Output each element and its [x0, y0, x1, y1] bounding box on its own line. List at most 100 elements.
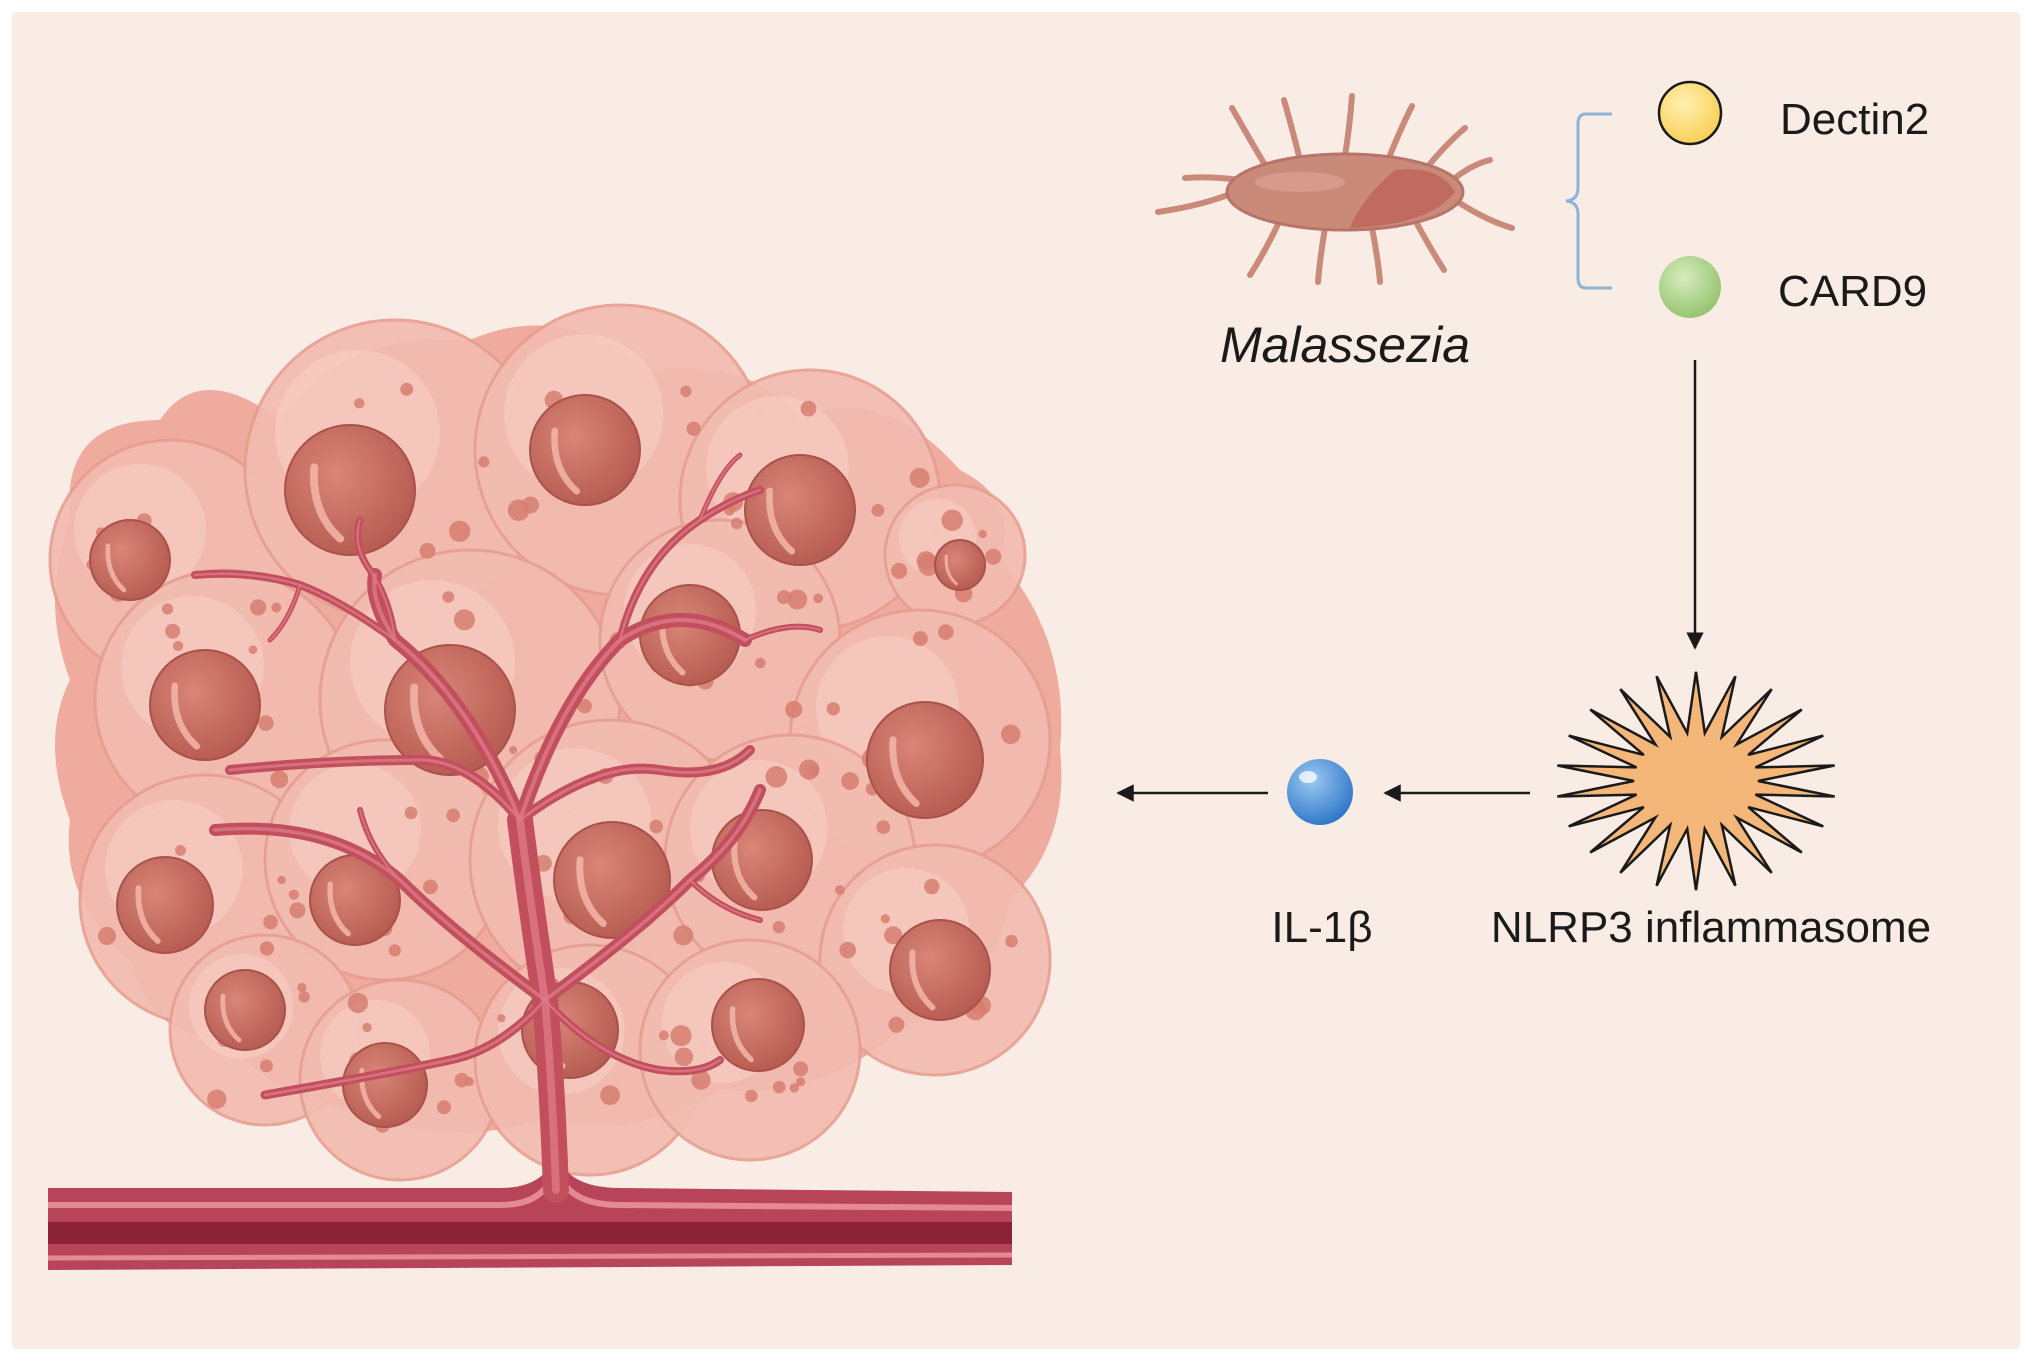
cell-granule: [796, 1077, 806, 1087]
malassezia-fungus-icon: [1155, 93, 1515, 285]
cell-granule: [909, 467, 930, 488]
cell-granule: [400, 382, 414, 396]
cell-granule: [271, 602, 282, 613]
vessel-branch-highlight: [689, 879, 761, 921]
cell-granule: [691, 1070, 711, 1090]
fungus-body-shade: [1350, 169, 1455, 228]
nucleus-highlight: [135, 885, 161, 944]
nlrp3-label: NLRP3 inflammasome: [1491, 903, 1931, 952]
cell-granule: [175, 845, 186, 856]
vessel-branch-highlight: [372, 572, 523, 823]
cell-granule: [446, 808, 461, 823]
cell-granule: [509, 746, 518, 754]
grouping-bracket: [1565, 112, 1612, 290]
vessel-branch-highlight: [228, 758, 522, 822]
cell-nucleus: [284, 424, 416, 556]
cell-granule: [478, 456, 490, 468]
nucleus-highlight: [310, 463, 345, 543]
nucleus-highlight: [220, 993, 242, 1043]
cell-granule: [787, 589, 808, 610]
nucleus-highlight: [105, 543, 127, 593]
cell-granule: [880, 914, 890, 924]
cell-granule: [772, 920, 786, 934]
cell-nucleus: [116, 856, 214, 954]
cell-granule: [600, 1085, 620, 1105]
fungus-filament: [1342, 93, 1355, 159]
dectin2-dot: [1657, 80, 1723, 146]
vessel-branch-highlight: [543, 998, 722, 1073]
cell-granule: [347, 992, 368, 1014]
cell-granule: [912, 631, 928, 647]
nucleus-highlight: [731, 839, 758, 901]
cell-granule: [388, 944, 401, 957]
cell-granule: [941, 509, 963, 531]
cell-granule: [785, 700, 803, 719]
cell-granule: [916, 551, 936, 571]
fungus-body-highlight: [1255, 172, 1345, 192]
cell-granule: [419, 542, 436, 559]
cell-granule: [165, 623, 181, 639]
cell-nucleus: [553, 821, 671, 939]
cell-granule: [876, 820, 891, 834]
cell-granule: [1005, 934, 1018, 948]
vessel-branch-highlight: [618, 488, 762, 642]
cell-granule: [871, 503, 885, 517]
cell-nucleus: [744, 454, 856, 566]
cell-nucleus: [866, 701, 984, 819]
cell-granule: [258, 715, 274, 731]
cell-granule: [674, 1047, 694, 1067]
cell-granule: [442, 591, 455, 603]
cell-granule: [924, 878, 940, 895]
fungus-filament: [1385, 103, 1415, 163]
vessel-branch-highlight: [356, 518, 397, 642]
cell-nucleus: [711, 978, 805, 1072]
nucleus-highlight: [729, 1006, 754, 1063]
cell-nucleus: [342, 1042, 428, 1128]
cell-granule: [453, 609, 475, 631]
cell-granule: [680, 385, 692, 397]
cell-granule: [250, 599, 267, 616]
cell-nucleus: [711, 809, 813, 911]
cell-granule: [793, 1061, 809, 1077]
cell-granule: [884, 926, 903, 945]
nucleus-highlight: [944, 554, 958, 586]
cell-granule: [497, 1014, 506, 1023]
cell-nucleus: [149, 649, 261, 761]
tumor-cell-cluster: [48, 303, 1062, 1182]
vessel-branch-highlight: [699, 454, 741, 521]
cell-nucleus: [934, 539, 986, 591]
cell-granule: [776, 590, 791, 605]
cell-granule: [97, 926, 117, 946]
cell-granule: [288, 889, 299, 900]
card9-label: CARD9: [1778, 267, 1927, 316]
il1b-dot: [1287, 759, 1353, 825]
cell-granule: [173, 640, 184, 652]
il1b-dot-highlight: [1299, 771, 1317, 783]
cell-granule: [404, 806, 418, 820]
cell-granule: [730, 517, 743, 530]
cell-granule: [673, 925, 694, 946]
cell-granule: [437, 1100, 451, 1115]
cell-nucleus: [529, 394, 641, 506]
cell-granule: [449, 520, 471, 542]
cell-granule: [888, 1016, 905, 1033]
cell-granule: [354, 398, 365, 409]
cell-nucleus: [204, 969, 286, 1051]
fungus-filament: [1412, 217, 1447, 273]
vessel-lumen: [48, 1222, 1012, 1244]
cell-granule: [985, 548, 1002, 565]
cell-granule: [522, 496, 539, 514]
cell-granule: [263, 914, 278, 930]
cell-granule: [289, 902, 306, 919]
cell-granule: [259, 1059, 273, 1073]
cell-granule: [670, 1025, 692, 1047]
cell-granule: [891, 562, 908, 579]
nucleus-highlight: [410, 683, 445, 763]
vessel-branch-highlight: [543, 788, 762, 1002]
cell-nucleus: [89, 519, 171, 601]
cell-granule: [423, 879, 438, 895]
cell-granule: [773, 1080, 786, 1094]
cell-granule: [807, 764, 819, 777]
